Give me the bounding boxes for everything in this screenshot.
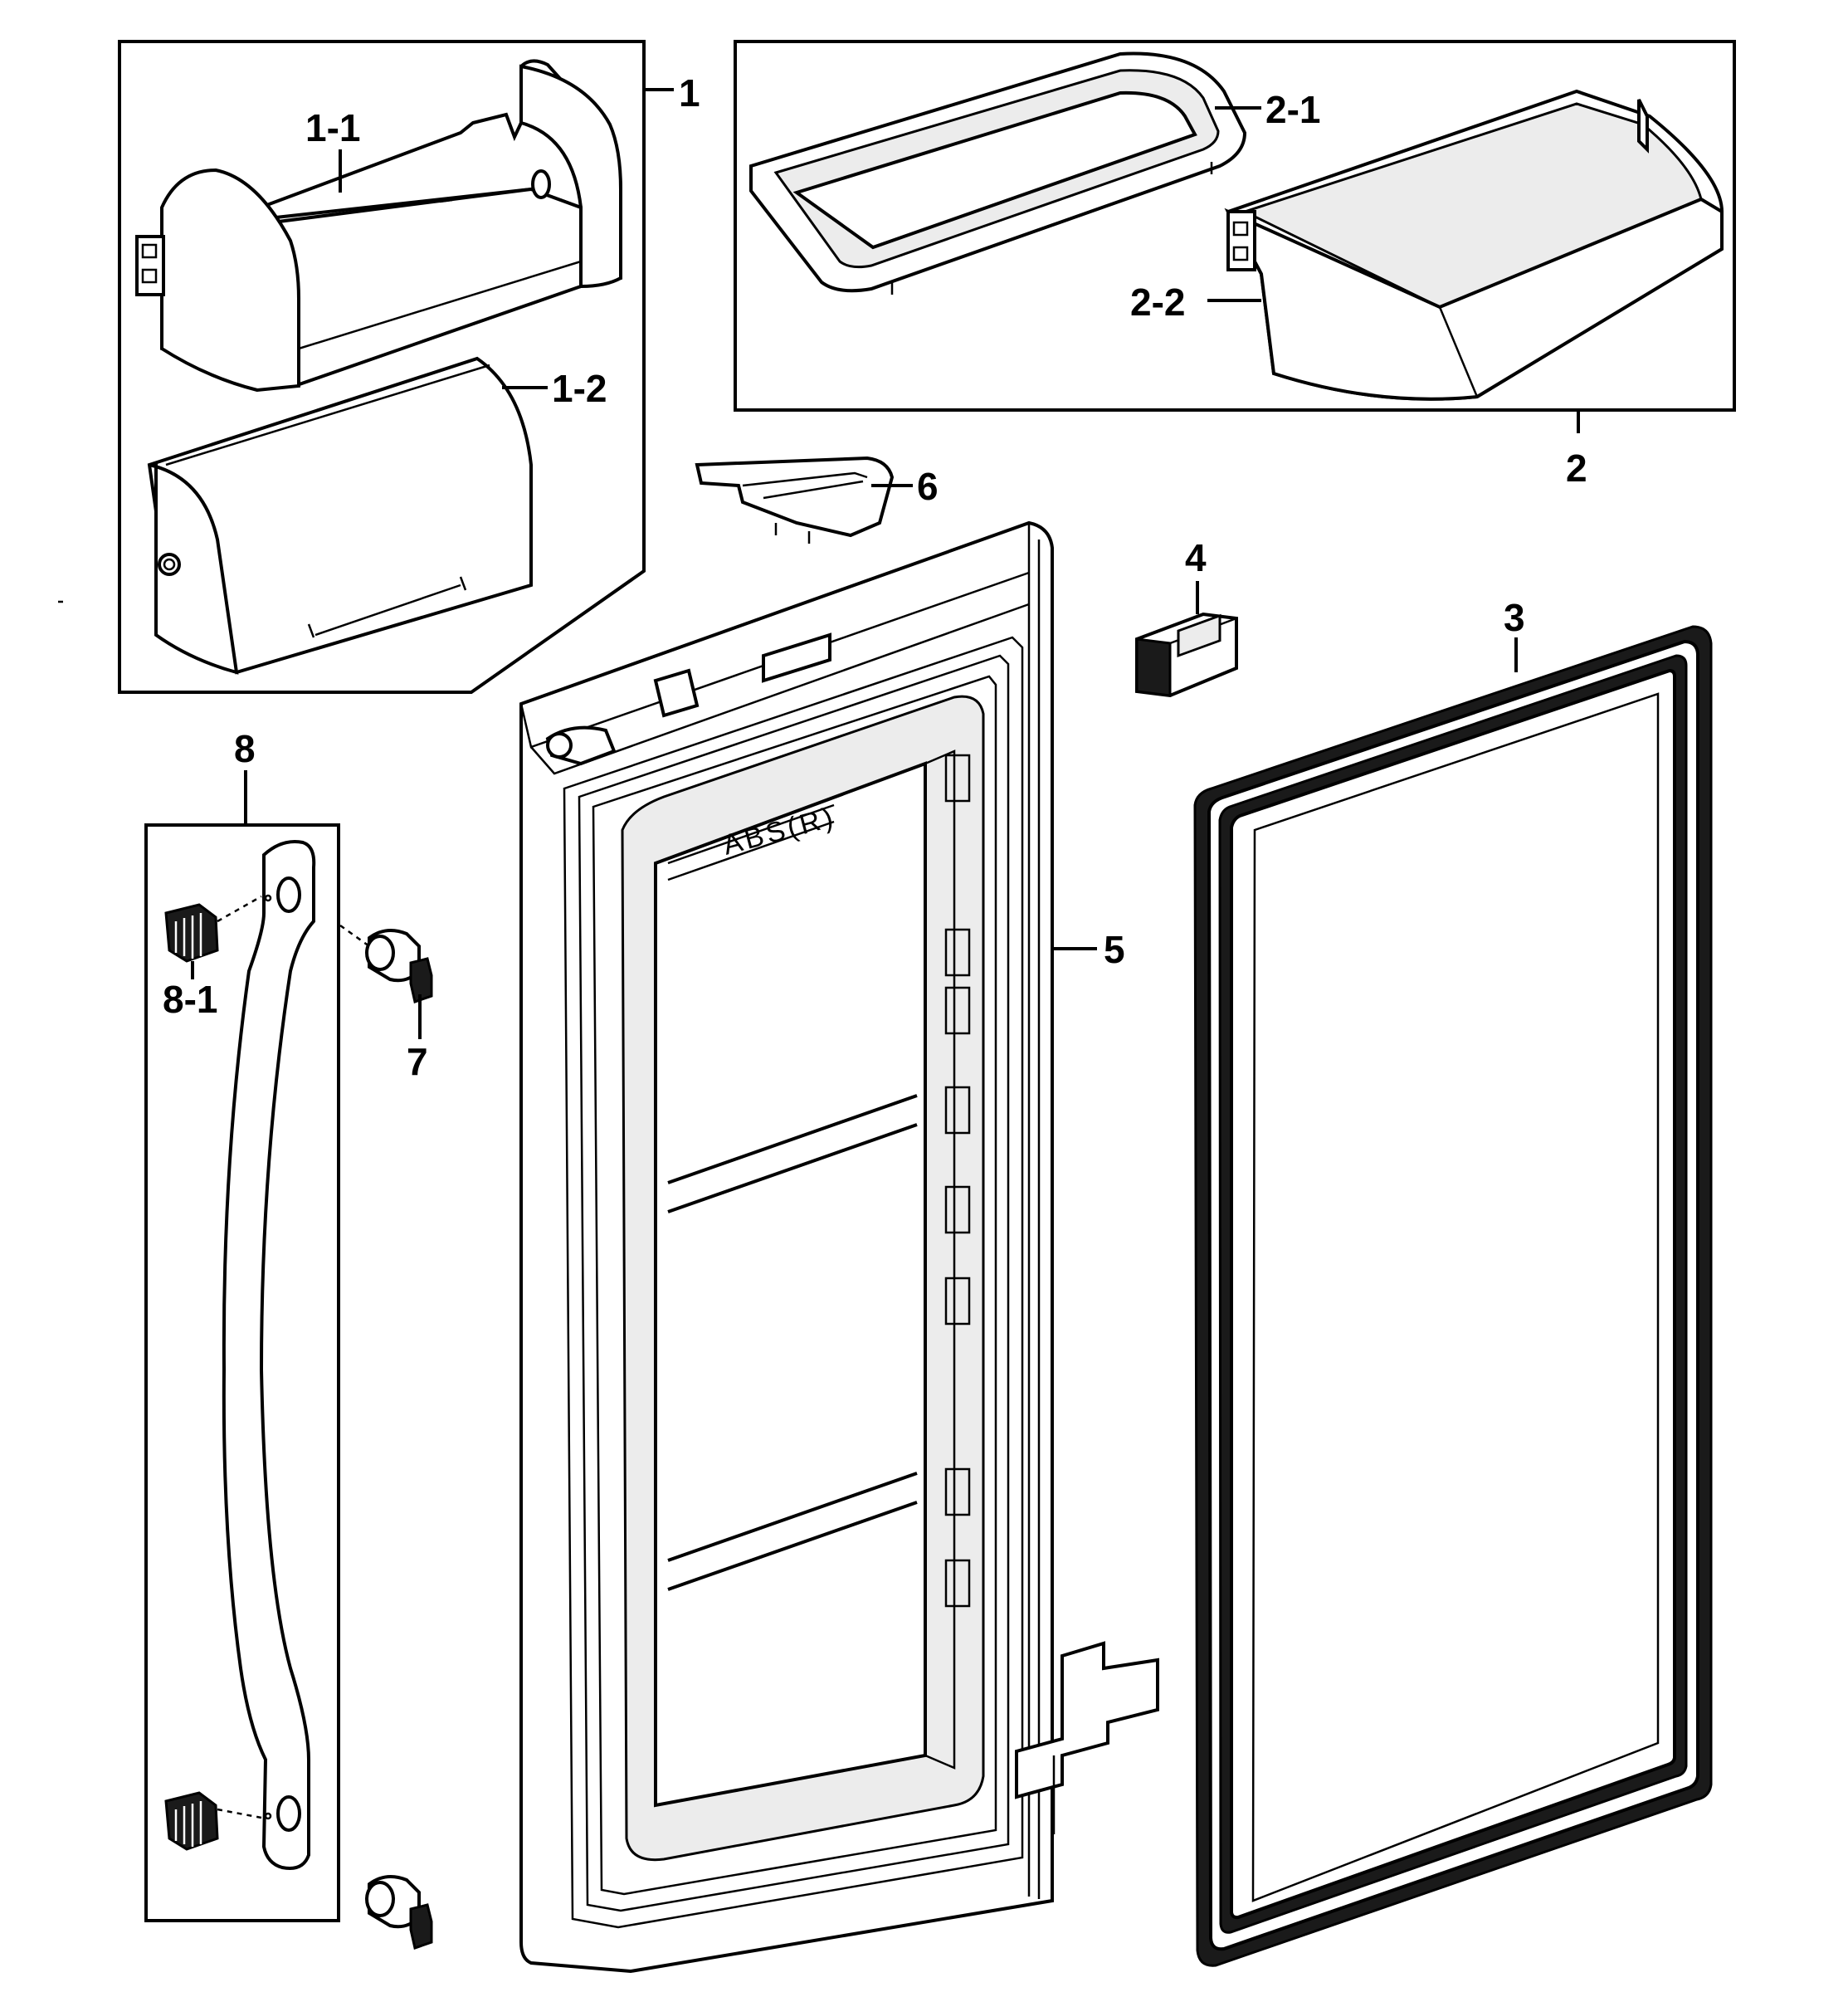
- callout-8-1: 8-1: [163, 978, 217, 1021]
- callout-4: 4: [1185, 536, 1207, 579]
- callout-3: 3: [1504, 596, 1525, 639]
- callout-7: 7: [407, 1040, 428, 1083]
- callout-1-2: 1-2: [552, 367, 607, 410]
- part-5-door[interactable]: [519, 520, 1159, 1974]
- callout-8: 8: [234, 727, 256, 770]
- part-7-stud-bottom[interactable]: [365, 1875, 433, 1950]
- part-4-switch[interactable]: [1135, 612, 1238, 698]
- part-2-1-guard[interactable]: [749, 51, 1247, 295]
- part-1-1-bin[interactable]: [135, 59, 622, 393]
- callout-2: 2: [1566, 447, 1587, 490]
- callout-5: 5: [1104, 928, 1125, 971]
- callout-2-1: 2-1: [1265, 88, 1320, 131]
- part-3-gasket[interactable]: [1193, 625, 1713, 1967]
- part-8-1-set-screw-top[interactable]: [164, 895, 262, 963]
- callout-2-2: 2-2: [1130, 281, 1185, 324]
- callout-1: 1: [679, 71, 700, 115]
- part-7-stud-top[interactable]: [339, 924, 433, 1003]
- part-6-hinge-cover[interactable]: [695, 456, 895, 544]
- callout-6: 6: [917, 465, 939, 508]
- part-8-handle[interactable]: [222, 840, 316, 1870]
- group-2-box: [734, 40, 1736, 433]
- part-8-1-set-screw-bottom[interactable]: [164, 1791, 262, 1851]
- part-1-2-cover[interactable]: [147, 356, 533, 675]
- callout-1-1: 1-1: [305, 106, 360, 149]
- part-2-2-bin[interactable]: [1224, 89, 1724, 401]
- group-8-box: [144, 770, 340, 1922]
- group-1-box: [118, 40, 674, 694]
